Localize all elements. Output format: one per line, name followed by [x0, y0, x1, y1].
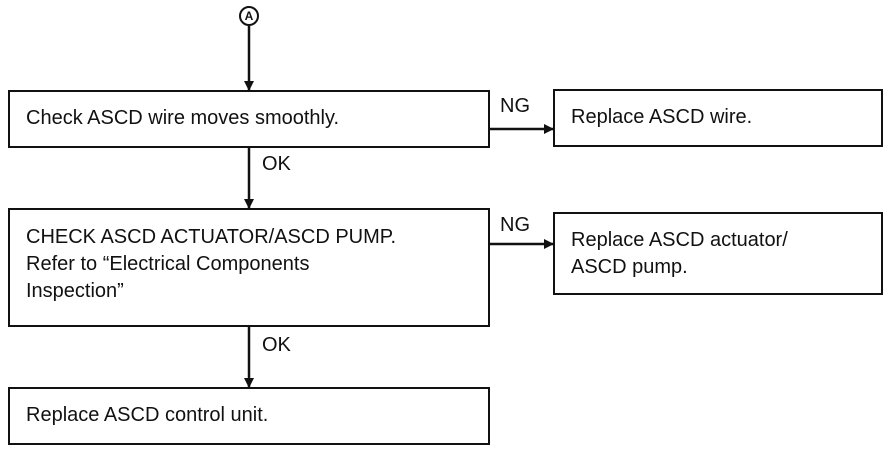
replace-wire-text: Replace ASCD wire. [571, 106, 753, 128]
replace-wire-box: Replace ASCD wire. [553, 89, 883, 147]
replace-control-unit-box: Replace ASCD control unit. [8, 387, 490, 445]
replace-actuator-text: Replace ASCD actuator/ ASCD pump. [571, 229, 788, 278]
replace-actuator-box: Replace ASCD actuator/ ASCD pump. [553, 212, 883, 295]
check-actuator-text: CHECK ASCD ACTUATOR/ASCD PUMP. Refer to … [26, 226, 397, 302]
replace-control-unit-text: Replace ASCD control unit. [26, 404, 269, 426]
ng-label-2: NG [500, 214, 530, 236]
ok-label-1: OK [262, 153, 291, 175]
check-wire-box: Check ASCD wire moves smoothly. [8, 90, 490, 148]
connector-a-circle: A [239, 6, 259, 26]
ng-label-1: NG [500, 95, 530, 117]
check-actuator-box: CHECK ASCD ACTUATOR/ASCD PUMP. Refer to … [8, 208, 490, 327]
check-wire-text: Check ASCD wire moves smoothly. [26, 107, 340, 129]
ok-label-2: OK [262, 334, 291, 356]
